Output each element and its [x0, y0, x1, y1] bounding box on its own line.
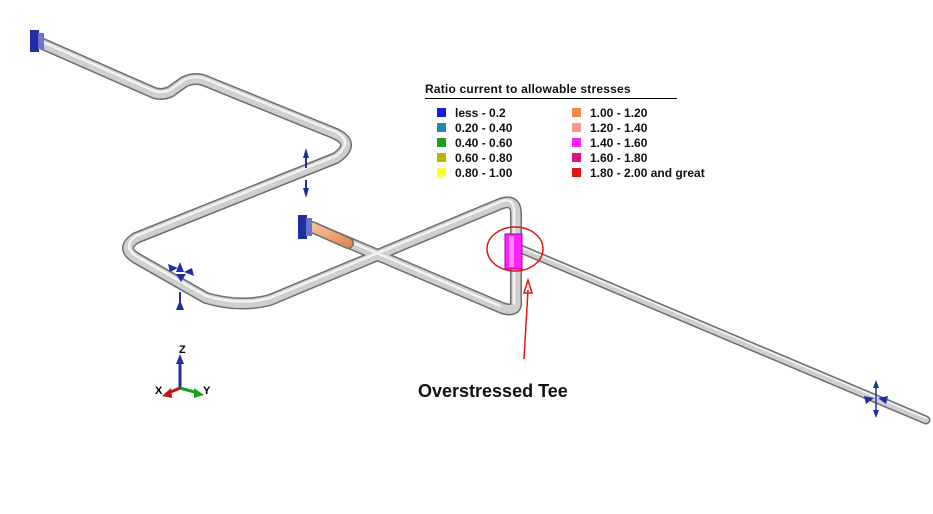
stressed-pipe-segment[interactable] — [306, 221, 354, 249]
axis-triad — [162, 354, 204, 398]
legend-item: 1.80 - 2.00 and great — [572, 165, 705, 180]
legend-swatch — [437, 168, 446, 177]
legend-swatch — [572, 108, 581, 117]
pipe-run-upper-loop[interactable] — [30, 35, 522, 316]
overstressed-tee[interactable] — [504, 233, 523, 270]
legend-item: 1.20 - 1.40 — [572, 120, 647, 135]
legend-label: 0.40 - 0.60 — [455, 135, 513, 150]
legend-item: 1.40 - 1.60 — [572, 135, 647, 150]
anchor-icon[interactable] — [298, 215, 312, 239]
guide-support-icon[interactable] — [864, 380, 888, 418]
overstressed-tee-label: Overstressed Tee — [418, 381, 568, 401]
legend-item: 0.60 - 0.80 — [437, 150, 512, 165]
support-icon[interactable] — [303, 148, 309, 198]
callout-marker — [486, 226, 544, 360]
guide-support-icon[interactable] — [168, 262, 194, 310]
anchor-icon[interactable] — [30, 30, 44, 52]
legend-label: 0.80 - 1.00 — [455, 165, 513, 180]
legend-swatch — [437, 123, 446, 132]
legend-label: 1.00 - 1.20 — [590, 105, 648, 120]
pipe-run-east[interactable] — [511, 242, 931, 425]
axis-z-label: Z — [179, 344, 186, 356]
legend-item: 1.00 - 1.20 — [572, 105, 647, 120]
legend-label: 1.40 - 1.60 — [590, 135, 648, 150]
legend-swatch — [572, 138, 581, 147]
legend-swatch — [437, 138, 446, 147]
axis-y-label: Y — [203, 385, 211, 397]
legend-swatch — [572, 153, 581, 162]
stress-legend: Ratio current to allowable stresses less… — [425, 82, 705, 180]
legend-swatch — [572, 168, 581, 177]
legend-item: 0.20 - 0.40 — [437, 120, 512, 135]
legend-label: 1.20 - 1.40 — [590, 120, 648, 135]
axis-x-label: X — [155, 385, 163, 397]
legend-label: 1.60 - 1.80 — [590, 150, 648, 165]
legend-swatch — [572, 123, 581, 132]
legend-swatch — [437, 153, 446, 162]
legend-item: 1.60 - 1.80 — [572, 150, 647, 165]
legend-item: 0.80 - 1.00 — [437, 165, 512, 180]
legend-label: 1.80 - 2.00 and great — [590, 165, 705, 180]
legend-item: 0.40 - 0.60 — [437, 135, 512, 150]
legend-label: less - 0.2 — [455, 105, 506, 120]
legend-label: 0.60 - 0.80 — [455, 150, 513, 165]
legend-swatch — [437, 108, 446, 117]
legend-item: less - 0.2 — [437, 105, 506, 120]
legend-title: Ratio current to allowable stresses — [425, 82, 677, 99]
legend-label: 0.20 - 0.40 — [455, 120, 513, 135]
